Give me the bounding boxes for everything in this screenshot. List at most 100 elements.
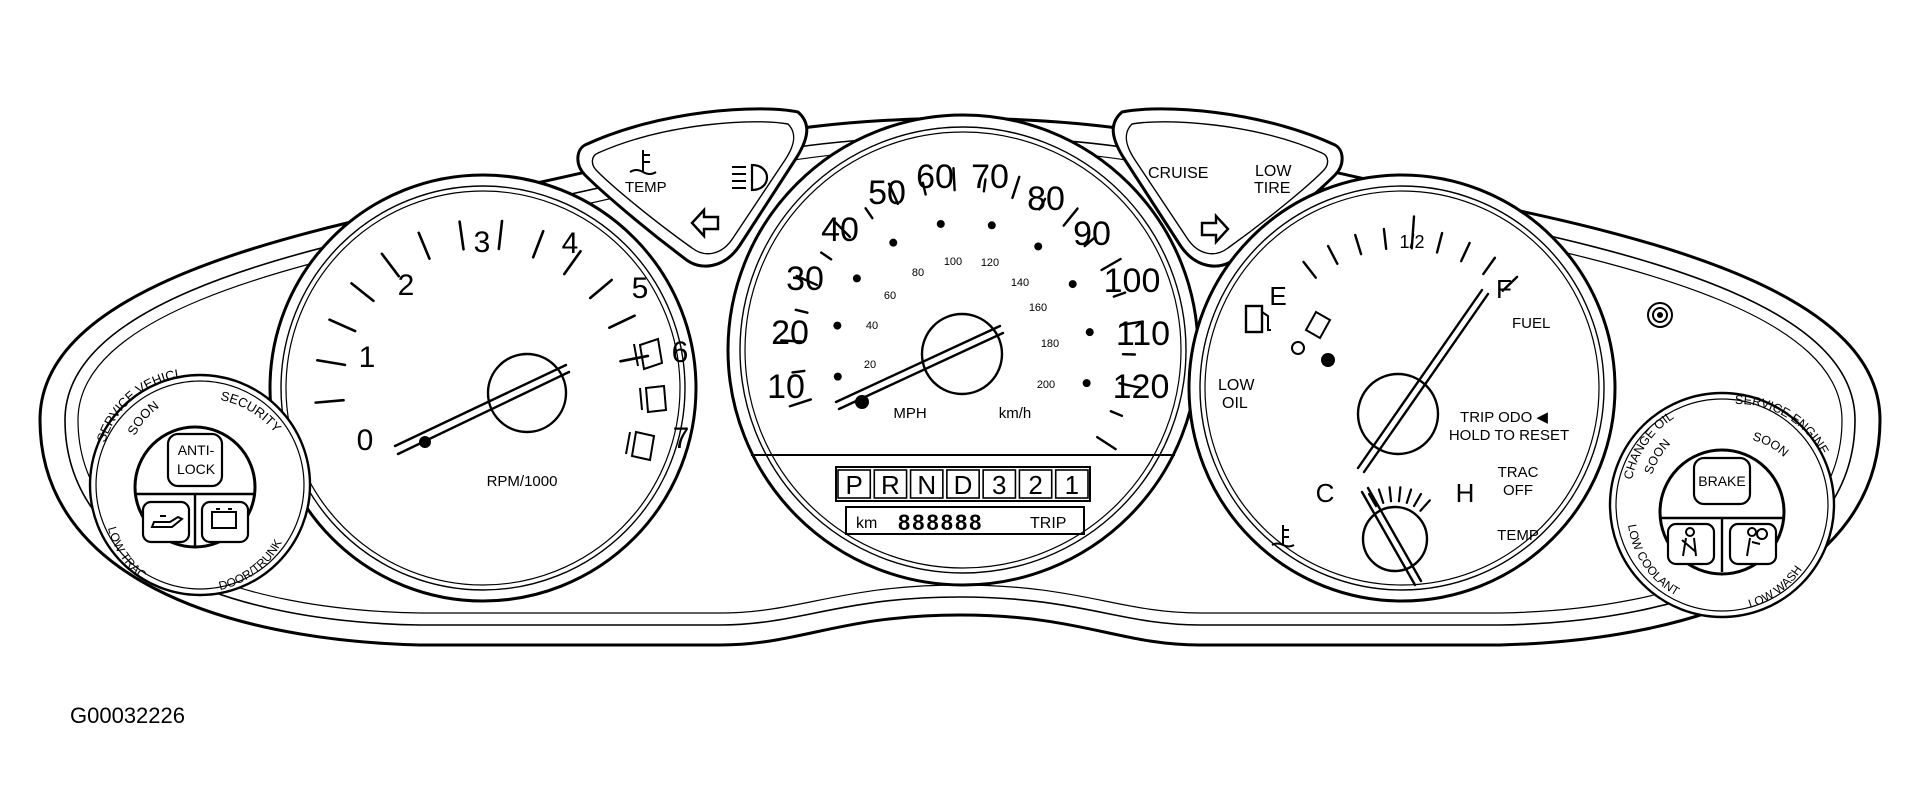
kmh-dot: [936, 219, 945, 228]
kmh-dot: [987, 221, 996, 230]
tach-tick: [350, 282, 375, 303]
speedometer: 10 20 30 40 50 60 70 80 90 100 110 120 2…: [726, 113, 1200, 587]
coolant-temp-gauge-icon: [1271, 525, 1295, 548]
fuel-tick: [1459, 241, 1471, 263]
trip-odo-reset-label: HOLD TO RESET: [1449, 427, 1569, 444]
right-telltale-pod: CRUISE LOW TIRE: [1111, 107, 1344, 268]
odometer-unit: km: [856, 515, 877, 532]
kmh-dot: [1082, 379, 1091, 388]
kmh-dot: [1068, 280, 1077, 289]
service-vehicle-label: SERVICE VEHICLE: [0, 0, 183, 444]
mph-label-30: 30: [786, 260, 824, 298]
speed-tick: [780, 339, 805, 343]
temp-cold-label: C: [1316, 478, 1335, 508]
battery-lamp-button[interactable]: [200, 500, 250, 544]
temp-tick: [1397, 486, 1402, 503]
speed-tick: [833, 220, 852, 239]
gear-letter-N: N: [917, 470, 936, 500]
temp-tick: [1377, 488, 1385, 504]
temp-telltale-label: TEMP: [625, 179, 667, 196]
kmh-label-160: 160: [1029, 302, 1047, 314]
tach-tick: [314, 398, 345, 404]
temp-tick: [1405, 488, 1413, 504]
gear-cell: [946, 469, 980, 499]
temp-gauge-tick-marks: [1367, 486, 1431, 512]
low-tire-label-line2: TIRE: [1254, 180, 1290, 197]
speed-tick: [795, 274, 819, 287]
gear-cell: [837, 469, 872, 499]
speed-tick: [1118, 382, 1143, 390]
kmh-dot: [1085, 328, 1094, 337]
fuel-label: FUEL: [1512, 315, 1550, 332]
fuel-needle-pivot-dot: [1321, 353, 1335, 367]
anti-lock-label-line1: ANTI-: [178, 442, 215, 458]
tach-tick: [608, 314, 636, 330]
odometer-mode: TRIP: [1030, 515, 1066, 532]
anti-lock-button[interactable]: [166, 432, 224, 488]
speed-tick: [820, 251, 833, 261]
gear-cell: [1018, 469, 1053, 499]
headlamp-high-beam-icon: [732, 163, 768, 192]
battery-icon: [211, 508, 237, 529]
mph-label-50: 50: [868, 174, 906, 212]
kmh-label-180: 180: [1041, 338, 1059, 350]
speed-tick: [1083, 237, 1095, 248]
right-turn-signal-icon: [1200, 212, 1230, 246]
speed-tick: [982, 178, 987, 193]
mph-label-90: 90: [1073, 215, 1111, 253]
airbag-lamp-button[interactable]: [1728, 522, 1778, 566]
tach-needle: [393, 352, 571, 456]
seatbelt-icon: [1681, 527, 1697, 557]
low-oil-lamp: [1291, 341, 1305, 355]
tach-label-0: 0: [357, 424, 374, 457]
cruise-telltale-label: CRUISE: [1148, 165, 1208, 182]
mph-label-20: 20: [771, 314, 809, 352]
speed-tick: [788, 398, 813, 408]
gear-cell: [982, 469, 1017, 499]
tachometer-tick-marks: [314, 219, 650, 404]
fuel-door-icon: [1304, 310, 1332, 340]
kmh-label-200: 200: [1037, 379, 1055, 391]
temp-label: TEMP: [1497, 527, 1539, 544]
tach-tick: [380, 252, 401, 278]
gear-letter-3: 3: [992, 470, 1006, 500]
fuel-full-label: F: [1496, 274, 1512, 304]
speed-tick: [1109, 410, 1124, 418]
tach-tick: [531, 229, 545, 259]
tach-label-7: 7: [673, 422, 690, 455]
fuel-tick: [1326, 244, 1339, 266]
temp-tick: [1388, 486, 1393, 503]
right-warning-cluster: BRAKE CHANGE OIL SOON SERVICE ENGINE SOO…: [1608, 391, 1836, 619]
seatbelt-lamp-button[interactable]: [1666, 522, 1716, 566]
speed-tick: [1119, 320, 1144, 327]
mph-label-60: 60: [916, 158, 954, 196]
temp-tick: [1367, 492, 1378, 508]
kmh-label-40: 40: [866, 320, 878, 332]
speed-tick: [1062, 207, 1079, 227]
kmh-label-80: 80: [912, 267, 924, 279]
trip-reset-knob[interactable]: [1647, 302, 1673, 328]
kmh-dot: [833, 321, 842, 330]
trac-off-label-line1: TRAC: [1498, 464, 1539, 481]
low-oil-label-line1: LOW: [1218, 377, 1255, 394]
tach-tick: [619, 354, 650, 363]
speed-tick: [1095, 435, 1117, 451]
speed-tick: [864, 207, 874, 220]
brake-button[interactable]: [1692, 456, 1752, 506]
fuel-gauge-tick-marks: [1302, 215, 1519, 292]
mph-label-110: 110: [1116, 315, 1170, 353]
tach-label-2: 2: [398, 269, 415, 302]
tach-label-5: 5: [632, 272, 649, 305]
temp-tick: [1419, 499, 1431, 512]
mph-label-80: 80: [1027, 180, 1065, 218]
mph-unit-label: MPH: [893, 405, 926, 422]
tach-warning-marks: [625, 337, 668, 462]
kmh-label-60: 60: [884, 290, 896, 302]
fuel-pump-icon: [1244, 304, 1271, 334]
fuel-tick: [1354, 233, 1363, 256]
speed-tick: [921, 181, 927, 196]
oil-can-icon: [150, 515, 184, 528]
figure-id-label: G00032226: [70, 703, 185, 728]
gear-letter-R: R: [881, 470, 900, 500]
